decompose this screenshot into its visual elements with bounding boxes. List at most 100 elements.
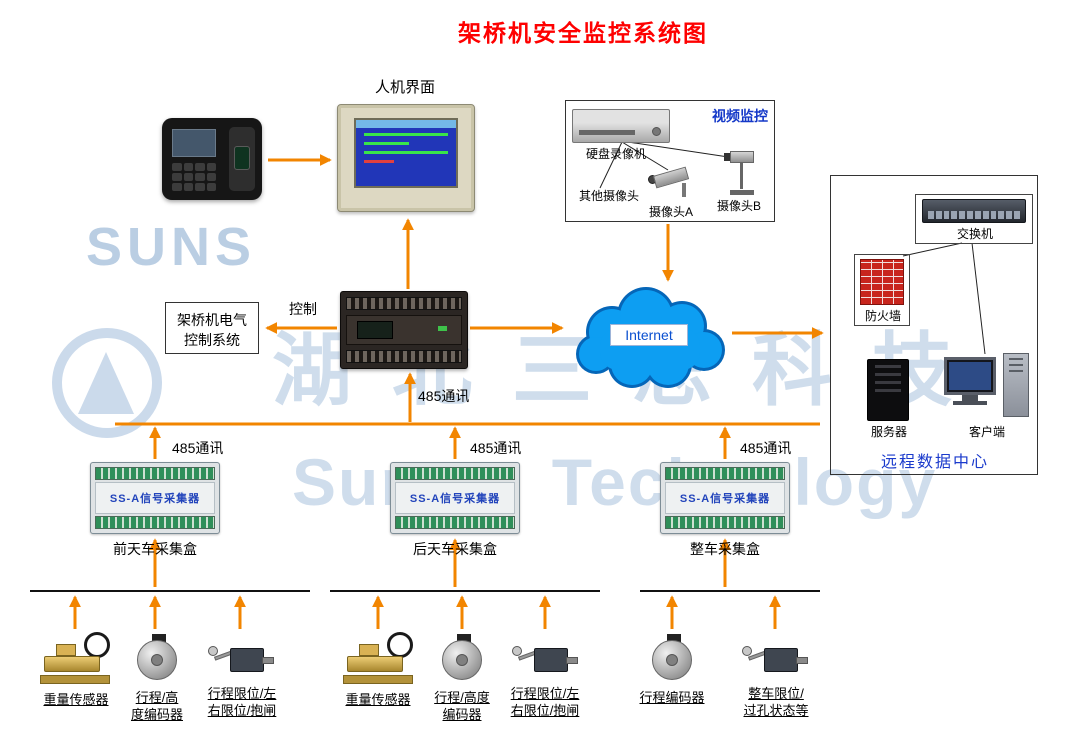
video-panel-title: 视频监控 xyxy=(712,108,768,124)
electrical-control-box: 架桥机电气 控制系统 xyxy=(165,302,259,354)
control-label: 控制 xyxy=(289,301,317,317)
collector2-panel: SS-A信号采集器 xyxy=(395,482,515,514)
fingerprint-terminal-device xyxy=(162,118,262,200)
client-monitor-stand xyxy=(962,395,978,401)
client-label: 客户端 xyxy=(968,425,1005,439)
comm-label-plc: 485通讯 xyxy=(418,388,470,404)
limit-switch-icon-2 xyxy=(512,640,578,682)
sensor-label-limit1-line1: 行程限位/左 xyxy=(207,686,277,701)
fingerprint-terminal-keypad xyxy=(172,163,216,191)
diagram-title: 架桥机安全监控系统图 xyxy=(458,20,708,46)
sensor-label-encoder2: 行程/高度 编码器 xyxy=(424,690,500,724)
firewall-icon xyxy=(860,259,904,305)
hmi-screen-header xyxy=(356,120,456,128)
camera-b-pole xyxy=(740,163,743,189)
comm-label-collector3: 485通讯 xyxy=(740,440,792,456)
collector2-terminal-bottom xyxy=(395,516,515,529)
other-camera-label: 其他摄像头 xyxy=(579,189,640,203)
watermark-logo-icon xyxy=(52,328,162,438)
watermark-logo-triangle-icon xyxy=(78,352,134,414)
plc-terminal-bottom xyxy=(346,350,462,363)
firewall-label: 防火墙 xyxy=(864,309,901,323)
server-label: 服务器 xyxy=(870,425,907,439)
internet-label: Internet xyxy=(610,324,688,346)
comm-label-collector2: 485通讯 xyxy=(470,440,522,456)
client-monitor-screen xyxy=(949,362,991,390)
switch-device xyxy=(922,199,1026,223)
collector-device-whole: SS-A信号采集器 xyxy=(660,462,790,534)
sensor-label-limit2-line2: 右限位/抱闸 xyxy=(510,702,580,718)
collector-device-front: SS-A信号采集器 xyxy=(90,462,220,534)
camera-a-label: 摄像头A xyxy=(649,205,694,219)
collector1-terminal-bottom xyxy=(95,516,215,529)
dvr-power-button-icon xyxy=(652,127,661,136)
sensor-label-encoder3: 行程编码器 xyxy=(639,690,705,705)
datacenter-title: 远程数据中心 xyxy=(880,454,989,471)
watermark-suns: SUNS xyxy=(86,217,257,277)
sensor-label-encoder2-line1: 行程/高度 xyxy=(434,690,490,705)
collector-label-rear: 后天车采集盒 xyxy=(413,541,497,557)
sensor-label-limit1-line2: 右限位/抱闸 xyxy=(207,702,277,718)
collector3-terminal-bottom xyxy=(665,516,785,529)
switch-label: 交换机 xyxy=(956,227,993,241)
sensor-label-encoder1-line1: 行程/高 xyxy=(135,690,179,705)
collector2-terminal-top xyxy=(395,467,515,480)
sensor-label-encoder1: 行程/高 度编码器 xyxy=(120,690,194,724)
sensor-label-limit3: 整车限位/ 过孔状态等 xyxy=(733,686,819,720)
plc-display xyxy=(357,321,393,339)
sensor-label-encoder2-line2: 编码器 xyxy=(442,706,482,722)
client-monitor xyxy=(944,357,996,395)
switch-ports xyxy=(928,211,1020,219)
sensor-label-weight1: 重量传感器 xyxy=(43,692,109,707)
dvr-label: 硬盘录像机 xyxy=(586,147,647,161)
collector3-terminal-top xyxy=(665,467,785,480)
sensor-label-limit2: 行程限位/左 右限位/抱闸 xyxy=(502,686,588,720)
switch-box: 交换机 xyxy=(915,194,1033,244)
sensor-label-limit1: 行程限位/左 右限位/抱闸 xyxy=(199,686,285,720)
hmi-screen xyxy=(354,118,458,188)
camera-b-base xyxy=(730,190,754,195)
sensor-label-weight2: 重量传感器 xyxy=(345,692,411,707)
video-monitoring-panel: 视频监控 硬盘录像机 其他摄像头 摄像头A 摄像头B xyxy=(565,100,775,222)
comm-label-collector1: 485通讯 xyxy=(172,440,224,456)
fingerprint-terminal-screen xyxy=(172,129,216,157)
collector-label-whole: 整车采集盒 xyxy=(690,541,760,557)
sensor-label-limit2-line1: 行程限位/左 xyxy=(510,686,580,701)
fingerprint-sensor-icon xyxy=(234,146,250,170)
camera-b-icon xyxy=(724,149,764,197)
encoder-icon-2 xyxy=(435,634,489,682)
weight-sensor-icon-1 xyxy=(40,632,110,684)
sensor-label-limit3-line2: 过孔状态等 xyxy=(743,702,809,718)
collector2-device-label: SS-A信号采集器 xyxy=(409,493,501,505)
plc-terminal-top xyxy=(346,297,462,310)
camera-b-label: 摄像头B xyxy=(717,199,762,213)
encoder-icon-1 xyxy=(130,634,184,682)
electrical-control-line1: 架桥机电气 xyxy=(177,312,247,328)
dvr-slot xyxy=(579,130,635,135)
server-device xyxy=(867,359,909,421)
limit-switch-icon-1 xyxy=(208,640,274,682)
dvr-device xyxy=(572,109,670,143)
client-tower xyxy=(1003,353,1029,417)
encoder-icon-3 xyxy=(645,634,699,682)
hmi-panel-device xyxy=(337,104,475,212)
hmi-label: 人机界面 xyxy=(374,79,435,96)
plc-body-panel xyxy=(346,315,462,345)
camera-b-body xyxy=(730,151,754,163)
plc-led-icon xyxy=(438,326,447,331)
collector-device-rear: SS-A信号采集器 xyxy=(390,462,520,534)
collector-label-front: 前天车采集盒 xyxy=(113,541,197,557)
plc-device xyxy=(340,291,468,369)
datacenter-panel: 交换机 防火墙 服务器 客户端 远程数据中心 xyxy=(830,175,1038,475)
collector3-device-label: SS-A信号采集器 xyxy=(679,493,771,505)
firewall-box: 防火墙 xyxy=(854,254,910,326)
camera-a-icon xyxy=(646,163,698,199)
sensor-label-encoder1-line2: 度编码器 xyxy=(130,706,183,722)
internet-cloud: Internet xyxy=(570,282,730,390)
client-monitor-base xyxy=(953,401,987,405)
camera-a-mount xyxy=(682,183,686,197)
collector1-panel: SS-A信号采集器 xyxy=(95,482,215,514)
sensor-label-limit3-line1: 整车限位/ xyxy=(748,686,804,701)
limit-switch-icon-3 xyxy=(742,640,808,682)
